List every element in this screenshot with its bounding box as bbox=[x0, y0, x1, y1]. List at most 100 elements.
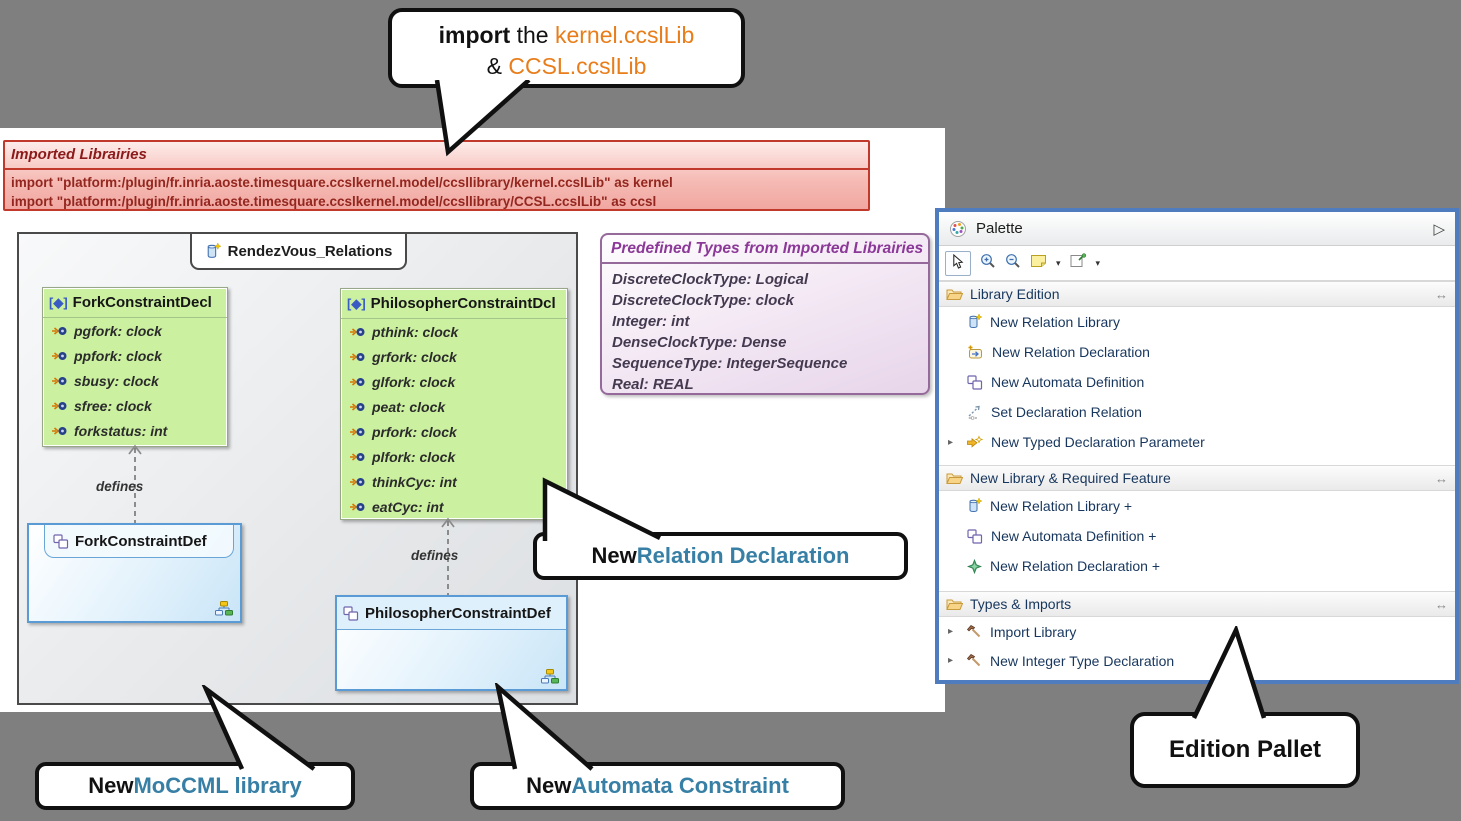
green-diamond-icon bbox=[967, 558, 982, 574]
attribute-row[interactable]: sfree: clock bbox=[43, 393, 227, 418]
package-name: RendezVous_Relations bbox=[227, 242, 393, 260]
attribute-row[interactable]: ppfork: clock bbox=[43, 343, 227, 368]
attribute-row[interactable]: eatCyc: int bbox=[341, 494, 567, 519]
palette-section-new-library-required-feature[interactable]: New Library & Required Feature ↔ bbox=[939, 465, 1455, 491]
palette-section-types-imports[interactable]: Types & Imports ↔ bbox=[939, 591, 1455, 617]
attribute-icon bbox=[52, 376, 67, 385]
attribute-text: ppfork: clock bbox=[74, 347, 162, 364]
definition-name: PhilosopherConstraintDef bbox=[365, 604, 551, 622]
palette-item-label: New Relation Declaration bbox=[992, 344, 1150, 360]
class-name: PhilosopherConstraintDcl bbox=[370, 295, 556, 312]
attribute-row[interactable]: forkstatus: int bbox=[43, 418, 227, 443]
attribute-row[interactable]: peat: clock bbox=[341, 394, 567, 419]
callout-import-libraries: import the kernel.ccslLib & CCSL.ccslLib bbox=[388, 8, 745, 88]
callout-text-bold: import bbox=[438, 22, 511, 48]
palette-item-set-declaration-relation[interactable]: <D> Set Declaration Relation bbox=[939, 397, 1455, 427]
automata-icon bbox=[53, 533, 69, 549]
section-label: Library Edition bbox=[970, 286, 1060, 302]
attribute-text: thinkCyc: int bbox=[372, 473, 457, 490]
attribute-text: plfork: clock bbox=[372, 448, 456, 465]
callout-text-bold: New bbox=[526, 773, 572, 798]
attribute-icon bbox=[350, 352, 365, 361]
zoom-out-tool-button[interactable] bbox=[1005, 253, 1021, 274]
package-tab[interactable]: RendezVous_Relations bbox=[190, 234, 407, 270]
automata-icon bbox=[343, 605, 359, 621]
palette-item-import-library[interactable]: ▸ Import Library bbox=[939, 617, 1455, 646]
palette-item-label: New Integer Type Declaration bbox=[990, 652, 1175, 669]
automata-forkconstraintdef[interactable]: ForkConstraintDef bbox=[27, 523, 242, 623]
palette-item-new-integer-type-declaration[interactable]: ▸ New Integer Type Declaration bbox=[939, 646, 1455, 675]
zoom-out-icon bbox=[1006, 253, 1020, 268]
pin-note-tool-dropdown[interactable]: ▾ bbox=[1095, 257, 1101, 268]
predefined-type: SequenceType: IntegerSequence bbox=[612, 355, 848, 372]
select-tool-button[interactable] bbox=[945, 250, 971, 276]
callout-new-relation-declaration: New Relation Declaration bbox=[533, 532, 908, 580]
attribute-row[interactable]: glfork: clock bbox=[341, 369, 567, 394]
note-tool-dropdown[interactable]: ▾ bbox=[1056, 257, 1061, 268]
callout-edition-pallet: Edition Pallet bbox=[1130, 712, 1360, 788]
palette-header[interactable]: Palette ▷ bbox=[939, 212, 1455, 246]
class-philosopherconstraintdcl[interactable]: [◆] PhilosopherConstraintDcl pthink: clo… bbox=[340, 288, 568, 520]
pin-note-tool-button[interactable] bbox=[1070, 253, 1087, 273]
attribute-text: pgfork: clock bbox=[74, 322, 162, 339]
callout-text-bold: New bbox=[591, 543, 637, 568]
palette-item-new-relation-declaration-plus[interactable]: New Relation Declaration + bbox=[939, 551, 1455, 581]
import-statement: import "platform:/plugin/fr.inria.aoste.… bbox=[11, 194, 657, 209]
palette-item-new-automata-definition-plus[interactable]: New Automata Definition + bbox=[939, 521, 1455, 551]
section-label: New Library & Required Feature bbox=[970, 470, 1171, 486]
attribute-row[interactable]: prfork: clock bbox=[341, 419, 567, 444]
class-forkconstraintdecl[interactable]: [◆] ForkConstraintDecl pgfork: clock ppf… bbox=[42, 287, 228, 447]
attribute-icon bbox=[350, 427, 365, 436]
callout-new-automata-constraint: New Automata Constraint bbox=[470, 762, 845, 810]
attribute-row[interactable]: plfork: clock bbox=[341, 444, 567, 469]
note-icon bbox=[1031, 254, 1046, 267]
expander-icon[interactable]: ▸ bbox=[948, 626, 954, 637]
attribute-row[interactable]: pthink: clock bbox=[341, 319, 567, 344]
attribute-text: glfork: clock bbox=[372, 373, 456, 390]
palette-icon bbox=[950, 220, 966, 237]
class-name: ForkConstraintDecl bbox=[72, 294, 212, 311]
palette-item-new-relation-declaration[interactable]: New Relation Declaration bbox=[939, 337, 1455, 367]
attribute-icon bbox=[52, 401, 67, 410]
attribute-row[interactable]: thinkCyc: int bbox=[341, 469, 567, 494]
predefined-type: DiscreteClockType: clock bbox=[612, 292, 795, 309]
expander-icon[interactable]: ▸ bbox=[948, 436, 954, 448]
import-statement: import "platform:/plugin/fr.inria.aoste.… bbox=[11, 175, 673, 190]
attribute-row[interactable]: pgfork: clock bbox=[43, 318, 227, 343]
zoom-in-tool-button[interactable] bbox=[980, 253, 996, 274]
pin-section-icon[interactable]: ↔ bbox=[1435, 470, 1448, 486]
palette-item-new-typed-declaration-parameter[interactable]: ▸ New Typed Declaration Parameter bbox=[939, 427, 1455, 457]
collapse-palette-icon[interactable]: ▷ bbox=[1433, 220, 1445, 238]
org-chart-icon bbox=[541, 669, 559, 684]
palette-item-new-automata-definition[interactable]: New Automata Definition bbox=[939, 367, 1455, 397]
attribute-icon bbox=[52, 351, 67, 360]
expander-icon[interactable]: ▸ bbox=[948, 655, 954, 666]
attribute-text: peat: clock bbox=[372, 398, 446, 415]
callout-text-highlight: MoCCML library bbox=[133, 773, 302, 798]
pin-section-icon[interactable]: ↔ bbox=[1435, 596, 1448, 612]
palette-section-library-edition[interactable]: Library Edition ↔ bbox=[939, 281, 1455, 307]
palette-item-new-relation-library[interactable]: New Relation Library bbox=[939, 307, 1455, 337]
note-tool-button[interactable] bbox=[1030, 254, 1047, 273]
pin-section-icon[interactable]: ↔ bbox=[1435, 286, 1448, 302]
automata-philosopherconstraintdef[interactable]: PhilosopherConstraintDef bbox=[335, 595, 568, 691]
definition-name: ForkConstraintDef bbox=[75, 532, 207, 550]
automata-icon bbox=[967, 528, 983, 544]
palette-item-label: New Relation Declaration + bbox=[990, 558, 1161, 574]
attribute-icon bbox=[350, 327, 365, 336]
palette-item-new-relation-library-plus[interactable]: New Relation Library + bbox=[939, 491, 1455, 521]
imported-libraries-banner[interactable]: Imported Librairies import "platform:/pl… bbox=[3, 140, 870, 211]
relation-library-icon bbox=[969, 498, 982, 513]
predefined-type: DiscreteClockType: Logical bbox=[612, 271, 809, 288]
palette-item-label: Import Library bbox=[990, 623, 1077, 640]
folder-open-icon bbox=[946, 599, 963, 610]
attribute-row[interactable]: sbusy: clock bbox=[43, 368, 227, 393]
predefined-types-note[interactable]: Predefined Types from Imported Librairie… bbox=[600, 233, 930, 395]
palette-item-label: New Automata Definition bbox=[991, 374, 1145, 390]
palette-panel: Palette ▷ bbox=[935, 208, 1459, 684]
attribute-row[interactable]: grfork: clock bbox=[341, 344, 567, 369]
folder-open-icon bbox=[946, 473, 963, 484]
zoom-in-icon bbox=[981, 253, 995, 268]
hammer-icon bbox=[966, 653, 981, 667]
